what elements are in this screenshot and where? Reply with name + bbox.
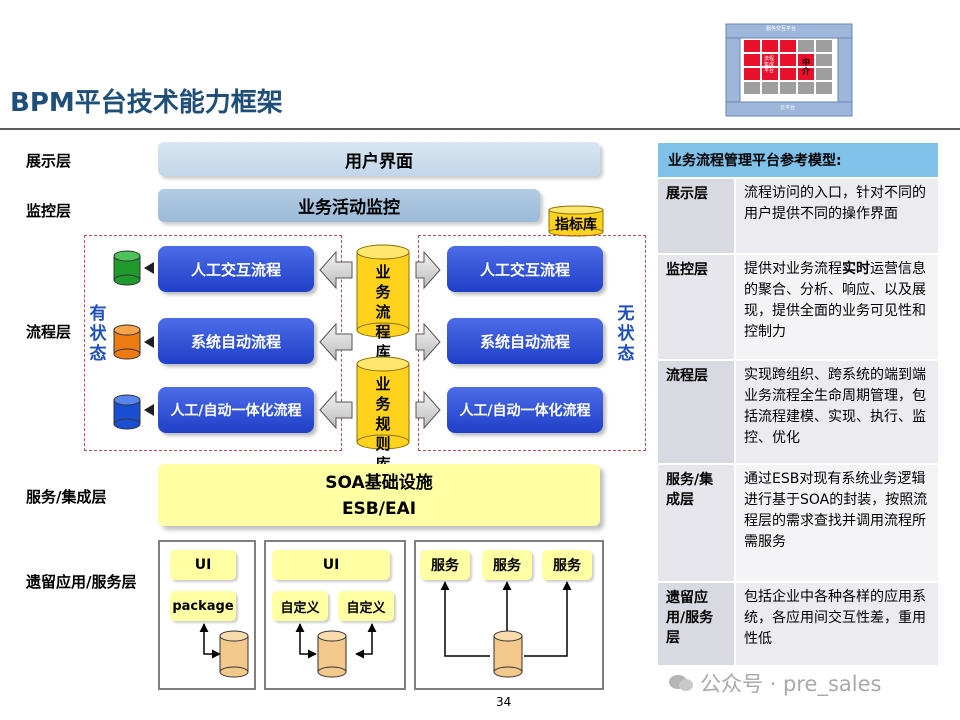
table-row-layer: 遗留应用/服务层 <box>658 583 734 665</box>
table-row-desc: 实现跨组织、跨系统的端到端业务流程全生命周期管理，包括流程建模、实现、执行、监控… <box>736 361 938 463</box>
left-arrow-icon <box>319 250 353 290</box>
box2-ui: UI <box>272 550 390 580</box>
layer-label-monitoring: 监控层 <box>26 202 72 220</box>
left-arrow-icon <box>319 390 353 430</box>
thumbnail-mid-label: 流程集成平台 <box>764 56 775 74</box>
watermark: 公众号 · pre_sales <box>668 668 881 698</box>
table-row-layer: 展示层 <box>658 179 734 253</box>
table-row-layer: 监控层 <box>658 255 734 359</box>
legacy-box-package <box>158 540 256 690</box>
right-flow-integrated: 人工/自动一体化流程 <box>447 387 603 433</box>
stateful-databases <box>113 250 141 430</box>
box2-custom2: 自定义 <box>338 591 394 621</box>
page-number: 34 <box>496 695 512 709</box>
rule-repository-cylinder <box>356 356 410 450</box>
watermark-text: 公众号 · pre_sales <box>700 672 882 696</box>
table-row-desc: 提供对业务流程实时运营信息的聚合、分析、响应、以及展现，提供全面的业务可见性和控… <box>736 255 938 359</box>
title-divider <box>0 128 960 130</box>
process-repository-label: 业务流程库 <box>375 263 391 361</box>
monitor-desc-bold: 实时 <box>842 261 870 277</box>
box3-service1: 服务 <box>420 550 470 580</box>
layer-label-service: 服务/集成层 <box>26 488 107 506</box>
left-flow-manual: 人工交互流程 <box>158 246 314 292</box>
page-title: BPM平台技术能力框架 <box>10 88 283 118</box>
kpi-database-label: 指标库 <box>555 217 597 233</box>
rule-repository: 业务规则库 <box>355 356 411 473</box>
orange-database-icon <box>113 324 141 360</box>
legacy-db3-icon <box>493 630 523 678</box>
box3-service2: 服务 <box>482 550 532 580</box>
architecture-thumbnail: 服务交互平台 流程集成平台 中介 云平台 <box>722 22 856 118</box>
table-row-desc: 通过ESB对现有系统业务逻辑进行基于SOA的封装，按照流程层的需求查找并调用流程… <box>736 465 938 581</box>
right-arrow-icon <box>415 322 441 362</box>
process-repository: 业务流程库 <box>355 244 411 361</box>
monitor-desc-post: 运营信息的聚合、分析、响应、以及展现，提供全面的业务可见性和控制力 <box>744 261 926 340</box>
soa-infrastructure-bar: SOA基础设施 ESB/EAI <box>158 464 600 526</box>
table-row-layer: 服务/集成层 <box>658 465 734 581</box>
green-database-icon <box>113 250 141 286</box>
user-interface-bar: 用户界面 <box>158 142 600 176</box>
stateful-label: 有状态 <box>89 304 107 364</box>
right-arrow-icon <box>415 390 441 430</box>
kpi-database: 指标库 <box>548 205 604 237</box>
process-repository-cylinder <box>356 244 410 338</box>
layer-label-process: 流程层 <box>26 323 72 341</box>
thumbnail-top-label: 服务交互平台 <box>766 26 797 32</box>
table-row-layer: 流程层 <box>658 361 734 463</box>
table-row-desc: 流程访问的入口，针对不同的用户提供不同的操作界面 <box>736 179 938 253</box>
box3-service3: 服务 <box>542 550 592 580</box>
right-flow-manual: 人工交互流程 <box>447 246 603 292</box>
stateless-label: 无状态 <box>617 304 635 364</box>
architecture-thumbnail-graphic <box>725 23 853 117</box>
activity-monitoring-bar: 业务活动监控 <box>158 189 540 222</box>
box2-custom1: 自定义 <box>272 591 328 621</box>
legacy-box-services <box>414 540 604 690</box>
legacy-db1-icon <box>219 630 249 678</box>
table-row-desc: 包括企业中各种各样的应用系统，各应用间交互性差，重用性低 <box>736 583 938 665</box>
layer-label-legacy: 遗留应用/服务层 <box>26 573 137 591</box>
kpi-database-cylinder <box>548 205 604 237</box>
left-arrow-icon <box>319 322 353 362</box>
box1-ui: UI <box>170 550 236 580</box>
reference-model-header: 业务流程管理平台参考模型: <box>658 143 938 177</box>
legacy-connectors <box>199 581 572 678</box>
db-connectors <box>144 262 154 416</box>
layer-label-presentation: 展示层 <box>26 152 72 170</box>
monitor-desc-pre: 提供对业务流程 <box>744 261 842 277</box>
left-flow-auto: 系统自动流程 <box>158 318 314 364</box>
blue-database-icon <box>113 394 141 430</box>
right-arrow-icon <box>415 250 441 290</box>
right-flow-auto: 系统自动流程 <box>447 318 603 364</box>
left-flow-integrated: 人工/自动一体化流程 <box>158 387 314 433</box>
soa-line1: SOA基础设施 <box>325 473 433 493</box>
thumbnail-bottom-label: 云平台 <box>780 105 796 111</box>
legacy-box-custom <box>264 540 406 690</box>
wechat-icon <box>668 673 694 693</box>
thumbnail-side-label: 中介 <box>802 58 810 76</box>
box1-package: package <box>170 591 236 621</box>
soa-line2: ESB/EAI <box>341 499 417 519</box>
legacy-db2-icon <box>317 630 347 678</box>
repo-arrows <box>319 250 441 430</box>
